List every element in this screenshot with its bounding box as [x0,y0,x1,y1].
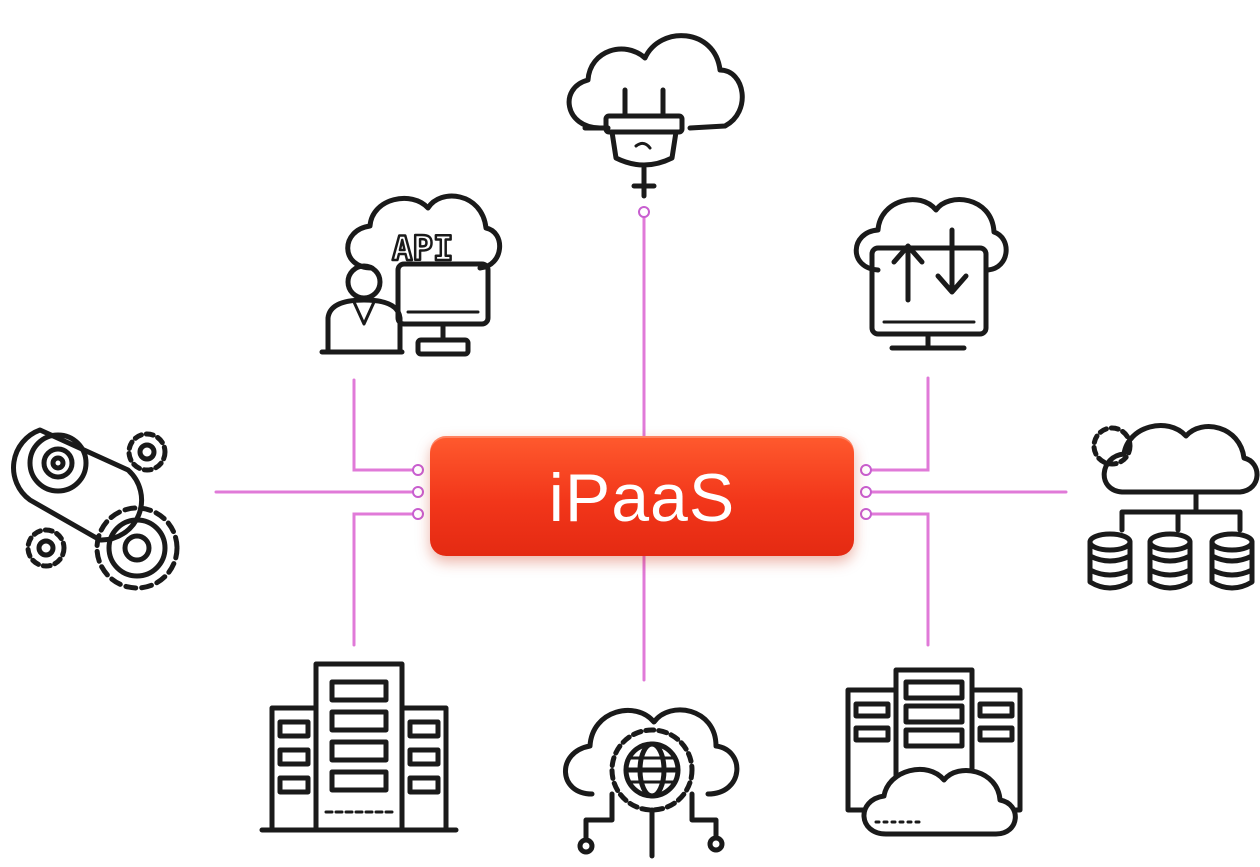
connector-lines [214,212,1068,682]
cloud-transfer-icon [853,197,1009,351]
cloud-databases-icon [1087,423,1260,591]
connector-bottom-left [352,512,420,647]
connector-bottom-right [864,512,930,647]
port-left-3 [412,508,424,520]
port-left-1 [412,464,424,476]
port-right-2 [860,486,872,498]
connector-top-left [352,378,420,472]
ipaas-hub: iPaaS [430,436,854,556]
cloud-globe-icon [563,707,740,859]
port-right-1 [860,464,872,476]
server-cloud-icon [845,667,1023,837]
conveyor-gears-icon [11,427,180,591]
port-right-3 [860,508,872,520]
hub-label: iPaaS [548,460,736,536]
cloud-plug-icon [566,33,745,199]
api-user-icon: API [319,193,503,357]
office-buildings-icon [259,661,459,833]
port-left-2 [412,486,424,498]
connector-top-right [864,376,930,472]
port-top [638,206,650,218]
connector-ports [412,206,872,520]
